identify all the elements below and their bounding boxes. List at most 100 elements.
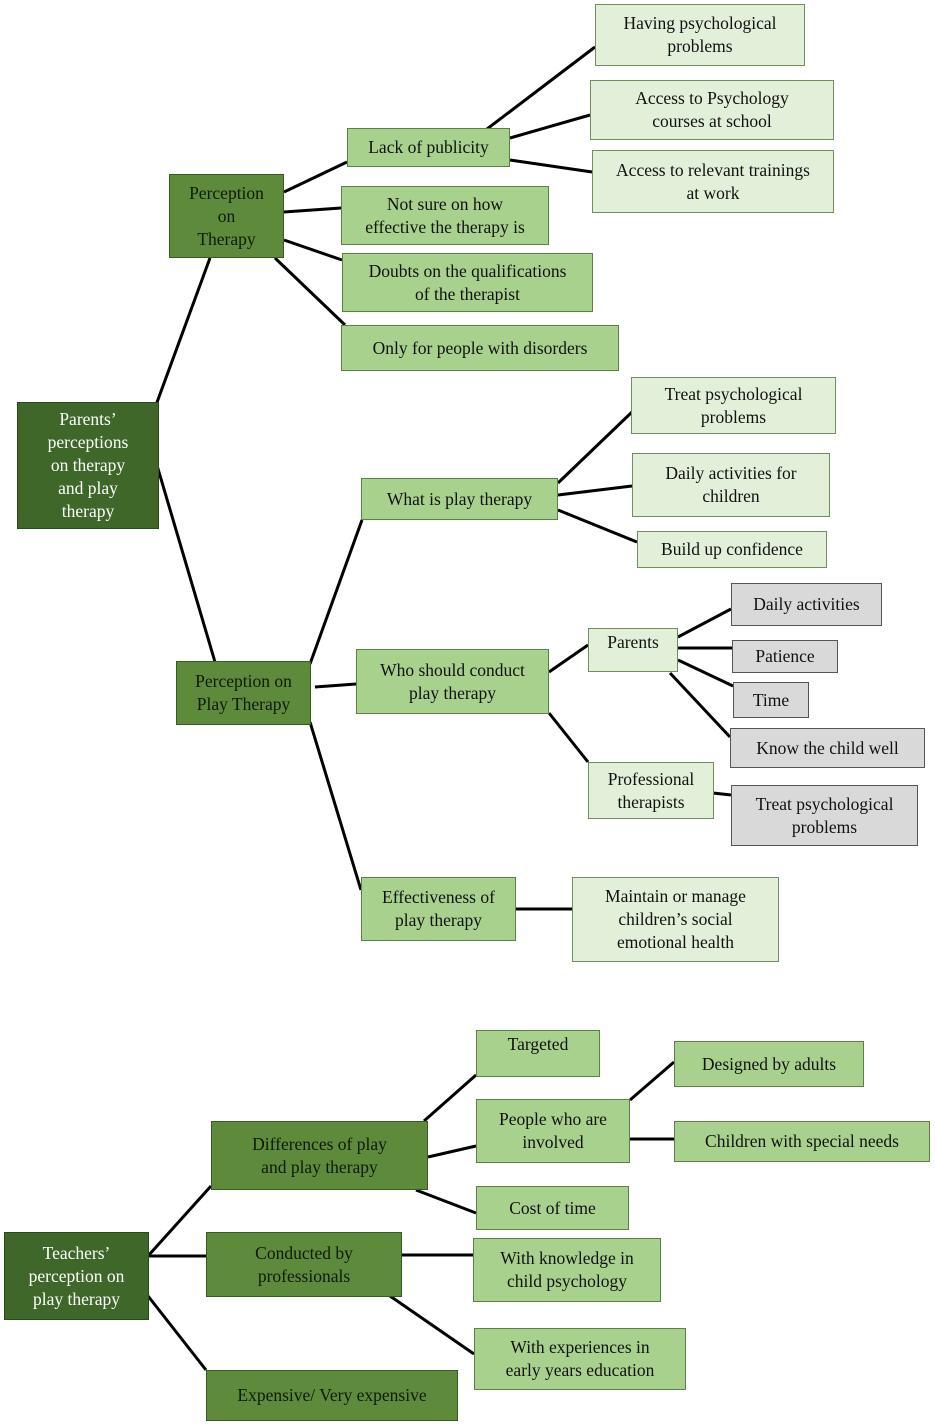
node-experiences-early-years: With experiences in early years educatio…	[474, 1328, 686, 1390]
node-label: Expensive/ Very expensive	[237, 1385, 427, 1405]
node-label: Treat psychological problems	[664, 383, 803, 427]
node-lack-of-publicity: Lack of publicity	[347, 128, 510, 167]
connector	[146, 1295, 208, 1371]
connector	[314, 682, 357, 689]
connector	[557, 508, 638, 544]
node-label: Not sure on how effective the therapy is	[365, 193, 525, 237]
connector	[629, 1060, 675, 1102]
node-label: Patience	[755, 646, 815, 666]
connector	[556, 410, 634, 485]
connector	[146, 1184, 213, 1258]
node-label: Designed by adults	[701, 1053, 837, 1074]
node-label: Daily activities	[753, 594, 860, 614]
node-build-up-confidence: Build up confidence	[637, 531, 827, 568]
node-doubts-qualifications: Doubts on the qualifications of the ther…	[342, 253, 593, 312]
node-label: Children with special needs	[705, 1131, 899, 1151]
node-label: Cost of time	[509, 1197, 596, 1218]
connector	[557, 484, 633, 497]
node-know-the-child-well: Know the child well	[730, 728, 925, 768]
node-having-psychological-problems: Having psychological problems	[595, 4, 805, 66]
node-label: Who should conduct play therapy	[380, 659, 525, 703]
connector	[308, 519, 364, 665]
connector	[712, 791, 732, 797]
node-time: Time	[733, 682, 809, 718]
connector	[283, 206, 342, 214]
node-differences-play-therapy: Differences of play and play therapy	[211, 1121, 428, 1190]
connector	[154, 257, 212, 406]
node-children-special-needs: Children with special needs	[674, 1121, 930, 1162]
node-perception-on-therapy: Perception on Therapy	[169, 174, 284, 258]
node-parents: Parents	[588, 628, 678, 672]
node-label: Daily activities for children	[665, 463, 797, 506]
node-designed-by-adults: Designed by adults	[674, 1041, 864, 1087]
connector	[509, 158, 593, 174]
node-label: Access to Psychology courses at school	[635, 88, 789, 131]
node-only-for-disorders: Only for people with disorders	[341, 325, 619, 371]
connector	[427, 1144, 477, 1159]
node-label: Perception on Play Therapy	[195, 671, 292, 714]
node-label: Having psychological problems	[623, 13, 777, 56]
node-label: Access to relevant trainings at work	[616, 159, 810, 203]
node-label: Perception on Therapy	[189, 182, 264, 249]
connector	[154, 461, 217, 663]
node-what-is-play-therapy: What is play therapy	[361, 478, 558, 520]
node-treat-psychological-problems: Treat psychological problems	[631, 377, 836, 434]
node-access-relevant-trainings: Access to relevant trainings at work	[592, 150, 834, 213]
node-label: People who are involved	[499, 1109, 607, 1152]
node-label: Effectiveness of play therapy	[382, 887, 495, 930]
connector	[486, 45, 596, 131]
node-label: Only for people with disorders	[372, 337, 588, 358]
connector	[273, 256, 347, 327]
node-conducted-by-professionals: Conducted by professionals	[206, 1232, 402, 1297]
node-label: Parents	[607, 632, 659, 652]
node-professional-therapists: Professional therapists	[588, 762, 714, 819]
node-not-sure-effective: Not sure on how effective the therapy is	[341, 186, 549, 245]
connector	[668, 671, 732, 739]
node-knowledge-child-psychology: With knowledge in child psychology	[473, 1238, 661, 1302]
node-patience: Patience	[732, 640, 838, 673]
node-label: Time	[752, 689, 790, 710]
node-perception-on-play-therapy: Perception on Play Therapy	[176, 661, 311, 725]
node-label: What is play therapy	[386, 488, 533, 509]
connector	[283, 238, 343, 262]
node-label: With experiences in early years educatio…	[505, 1337, 655, 1380]
node-label: Teachers’ perception on play therapy	[28, 1242, 125, 1309]
connector	[283, 160, 348, 194]
root-node-parents: Parents’ perceptions on therapy and play…	[17, 402, 159, 529]
node-access-psychology-courses: Access to Psychology courses at school	[590, 80, 834, 140]
node-label: Conducted by professionals	[255, 1242, 353, 1286]
node-label: Build up confidence	[661, 539, 803, 559]
connector	[308, 721, 363, 891]
node-label: Parents’ perceptions on therapy and play…	[47, 409, 129, 521]
node-effectiveness-of-play-therapy: Effectiveness of play therapy	[361, 877, 516, 941]
connector	[415, 1188, 477, 1215]
node-label: Professional therapists	[607, 768, 695, 812]
node-daily-activities-for-children: Daily activities for children	[632, 453, 830, 517]
node-treat-psychological-problems-professional: Treat psychological problems	[731, 785, 918, 846]
node-label: With knowledge in child psychology	[500, 1248, 634, 1291]
node-maintain-manage-health: Maintain or manage children’s social emo…	[572, 877, 779, 962]
node-label: Targeted	[507, 1034, 569, 1054]
node-label: Know the child well	[756, 737, 899, 758]
node-label: Doubts on the qualifications of the ther…	[368, 260, 567, 304]
node-cost-of-time: Cost of time	[476, 1186, 629, 1230]
connector	[423, 1073, 477, 1123]
node-label: Lack of publicity	[368, 137, 489, 157]
root-node-teachers: Teachers’ perception on play therapy	[4, 1232, 149, 1320]
connector	[389, 1294, 475, 1356]
node-label: Treat psychological problems	[755, 793, 894, 837]
connector	[548, 643, 589, 674]
node-expensive: Expensive/ Very expensive	[206, 1370, 458, 1421]
node-daily-activities: Daily activities	[731, 583, 882, 626]
connector	[677, 658, 734, 688]
node-who-should-conduct: Who should conduct play therapy	[356, 649, 549, 714]
node-targeted: Targeted	[476, 1030, 600, 1077]
node-people-involved: People who are involved	[476, 1099, 630, 1163]
connector	[509, 113, 591, 140]
connector	[677, 607, 732, 639]
node-label: Maintain or manage children’s social emo…	[605, 886, 746, 952]
node-label: Differences of play and play therapy	[252, 1133, 387, 1177]
connector	[547, 712, 590, 763]
